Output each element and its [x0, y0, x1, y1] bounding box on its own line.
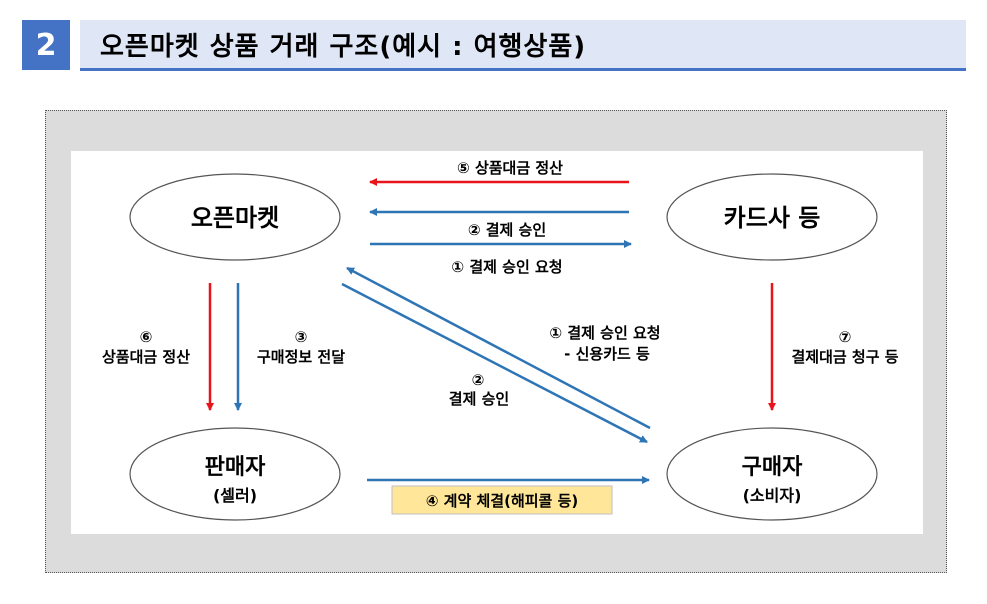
title-bar: 오픈마켓 상품 거래 구조(예시 : 여행상품) [80, 20, 966, 71]
contract-highlight-box [391, 485, 613, 515]
label-diag-approve: 결제 승인 [449, 390, 509, 408]
label-request-top: ① 결제 승인 요청 [451, 258, 562, 276]
arrow-diag-approve [341, 282, 648, 444]
label-settle-top: ⑤ 상품대금 정산 [457, 159, 563, 177]
node-buyer: 구매자 (소비자) [666, 427, 878, 521]
label-diag-request-sub: - 신용카드 등 [564, 345, 650, 363]
label-bill: 결제대금 청구 등 [791, 348, 898, 366]
node-cardco-label: 카드사 등 [724, 204, 821, 232]
label-info: 구매정보 전달 [257, 348, 345, 366]
label-settle-left: 상품대금 정산 [102, 348, 190, 366]
label-contract: ④ 계약 체결(해피콜 등) [426, 492, 578, 510]
node-seller-label: 판매자 [205, 455, 266, 480]
node-openmarket-label: 오픈마켓 [191, 204, 279, 232]
label-diag-request: ① 결제 승인 요청 [549, 324, 660, 342]
node-openmarket: 오픈마켓 [129, 173, 341, 261]
page-title: 오픈마켓 상품 거래 구조(예시 : 여행상품) [100, 31, 587, 62]
node-buyer-sublabel: (소비자) [743, 486, 802, 505]
label-info-num: ③ [295, 328, 308, 346]
section-number-badge: 2 [22, 20, 70, 70]
node-buyer-label: 구매자 [742, 455, 803, 480]
node-seller-sublabel: (셀러) [213, 486, 257, 505]
label-bill-num: ⑦ [839, 328, 852, 346]
arrow-diag-request [346, 266, 651, 430]
label-settle-left-num: ⑥ [140, 328, 153, 346]
node-seller: 판매자 (셀러) [129, 427, 341, 521]
node-cardco: 카드사 등 [666, 173, 878, 261]
label-diag-approve-num: ② [472, 371, 485, 389]
label-approve-top: ② 결제 승인 [468, 221, 546, 239]
